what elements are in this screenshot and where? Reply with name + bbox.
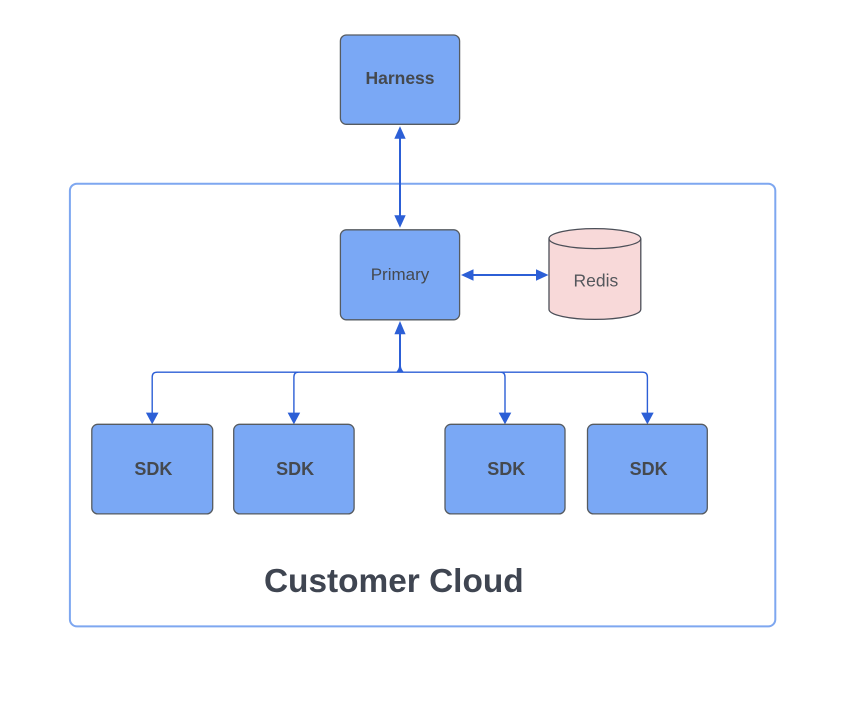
- svg-text:Customer Cloud: Customer Cloud: [264, 563, 524, 600]
- svg-text:Redis: Redis: [574, 271, 619, 291]
- svg-text:SDK: SDK: [487, 459, 525, 479]
- svg-text:Primary: Primary: [371, 265, 430, 284]
- svg-text:Harness: Harness: [365, 68, 434, 88]
- svg-text:SDK: SDK: [276, 459, 314, 479]
- svg-text:SDK: SDK: [134, 459, 172, 479]
- svg-text:SDK: SDK: [630, 459, 668, 479]
